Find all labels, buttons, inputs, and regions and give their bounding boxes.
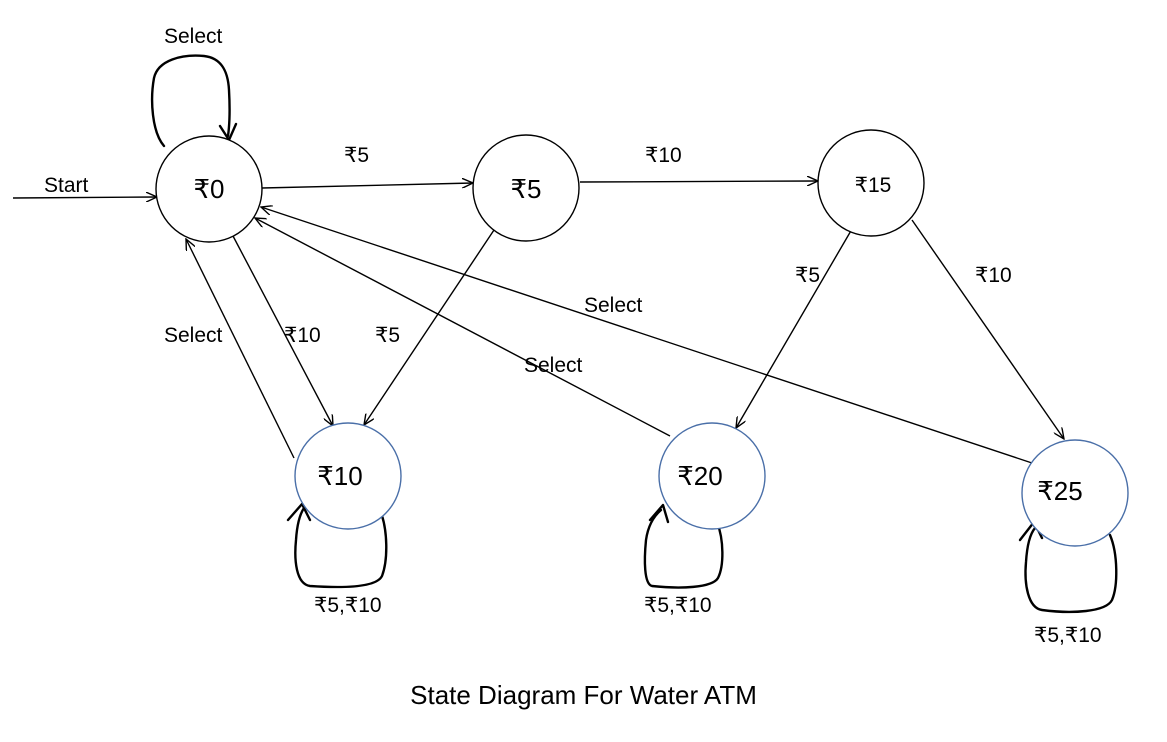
edge-s20-s0 — [255, 218, 671, 437]
state-s15: ₹15 — [817, 129, 925, 237]
edge-label-s0-s5: ₹5 — [344, 144, 369, 167]
edge-s15-s20 — [736, 228, 853, 428]
edge-s5-s15 — [579, 181, 818, 182]
edge-s25-s0 — [261, 207, 1033, 464]
state-label: ₹10 — [317, 461, 362, 491]
state-label: ₹20 — [677, 461, 722, 491]
edge-s5-s10 — [364, 226, 497, 425]
state-label: ₹5 — [510, 174, 541, 204]
edge-label-s0-self: Select — [164, 25, 223, 48]
state-s25: ₹25 — [1021, 439, 1129, 547]
edge-label-s20-self: ₹5,₹10 — [644, 594, 712, 617]
edge-s0-s10 — [232, 235, 333, 426]
state-s0: ₹0 — [155, 135, 263, 243]
edge-label-s5-s15: ₹10 — [645, 144, 682, 167]
start-arrow — [12, 197, 157, 198]
edge-label-s5-s10: ₹5 — [375, 324, 400, 347]
edge-label-s10-s0: Select — [164, 324, 223, 347]
diagram-caption: State Diagram For Water ATM — [410, 680, 757, 710]
state-s5: ₹5 — [472, 134, 580, 242]
state-label: ₹15 — [855, 174, 892, 197]
edge-label-s10-self: ₹5,₹10 — [314, 594, 382, 617]
edge-s15-s25 — [911, 219, 1064, 439]
edge-label-s25-self: ₹5,₹10 — [1034, 624, 1102, 647]
self-loop-s20 — [643, 503, 724, 589]
edge-label-s0-s10: ₹10 — [284, 324, 321, 347]
edge-label-start: Start — [44, 174, 89, 197]
edge-label-s15-s20: ₹5 — [795, 264, 820, 287]
edge-s0-s5 — [261, 183, 473, 189]
self-loop-s10 — [286, 502, 388, 589]
state-s10: ₹10 — [294, 422, 402, 530]
state-label: ₹0 — [193, 174, 224, 204]
self-loop-s0 — [150, 54, 238, 148]
state-label: ₹25 — [1037, 476, 1082, 506]
edge-s10-s0 — [186, 239, 295, 459]
edge-label-s25-s0: Select — [584, 294, 643, 317]
edge-label-s20-s0: Select — [524, 354, 583, 377]
state-s20: ₹20 — [658, 422, 766, 530]
edge-label-s15-s25: ₹10 — [975, 264, 1012, 287]
